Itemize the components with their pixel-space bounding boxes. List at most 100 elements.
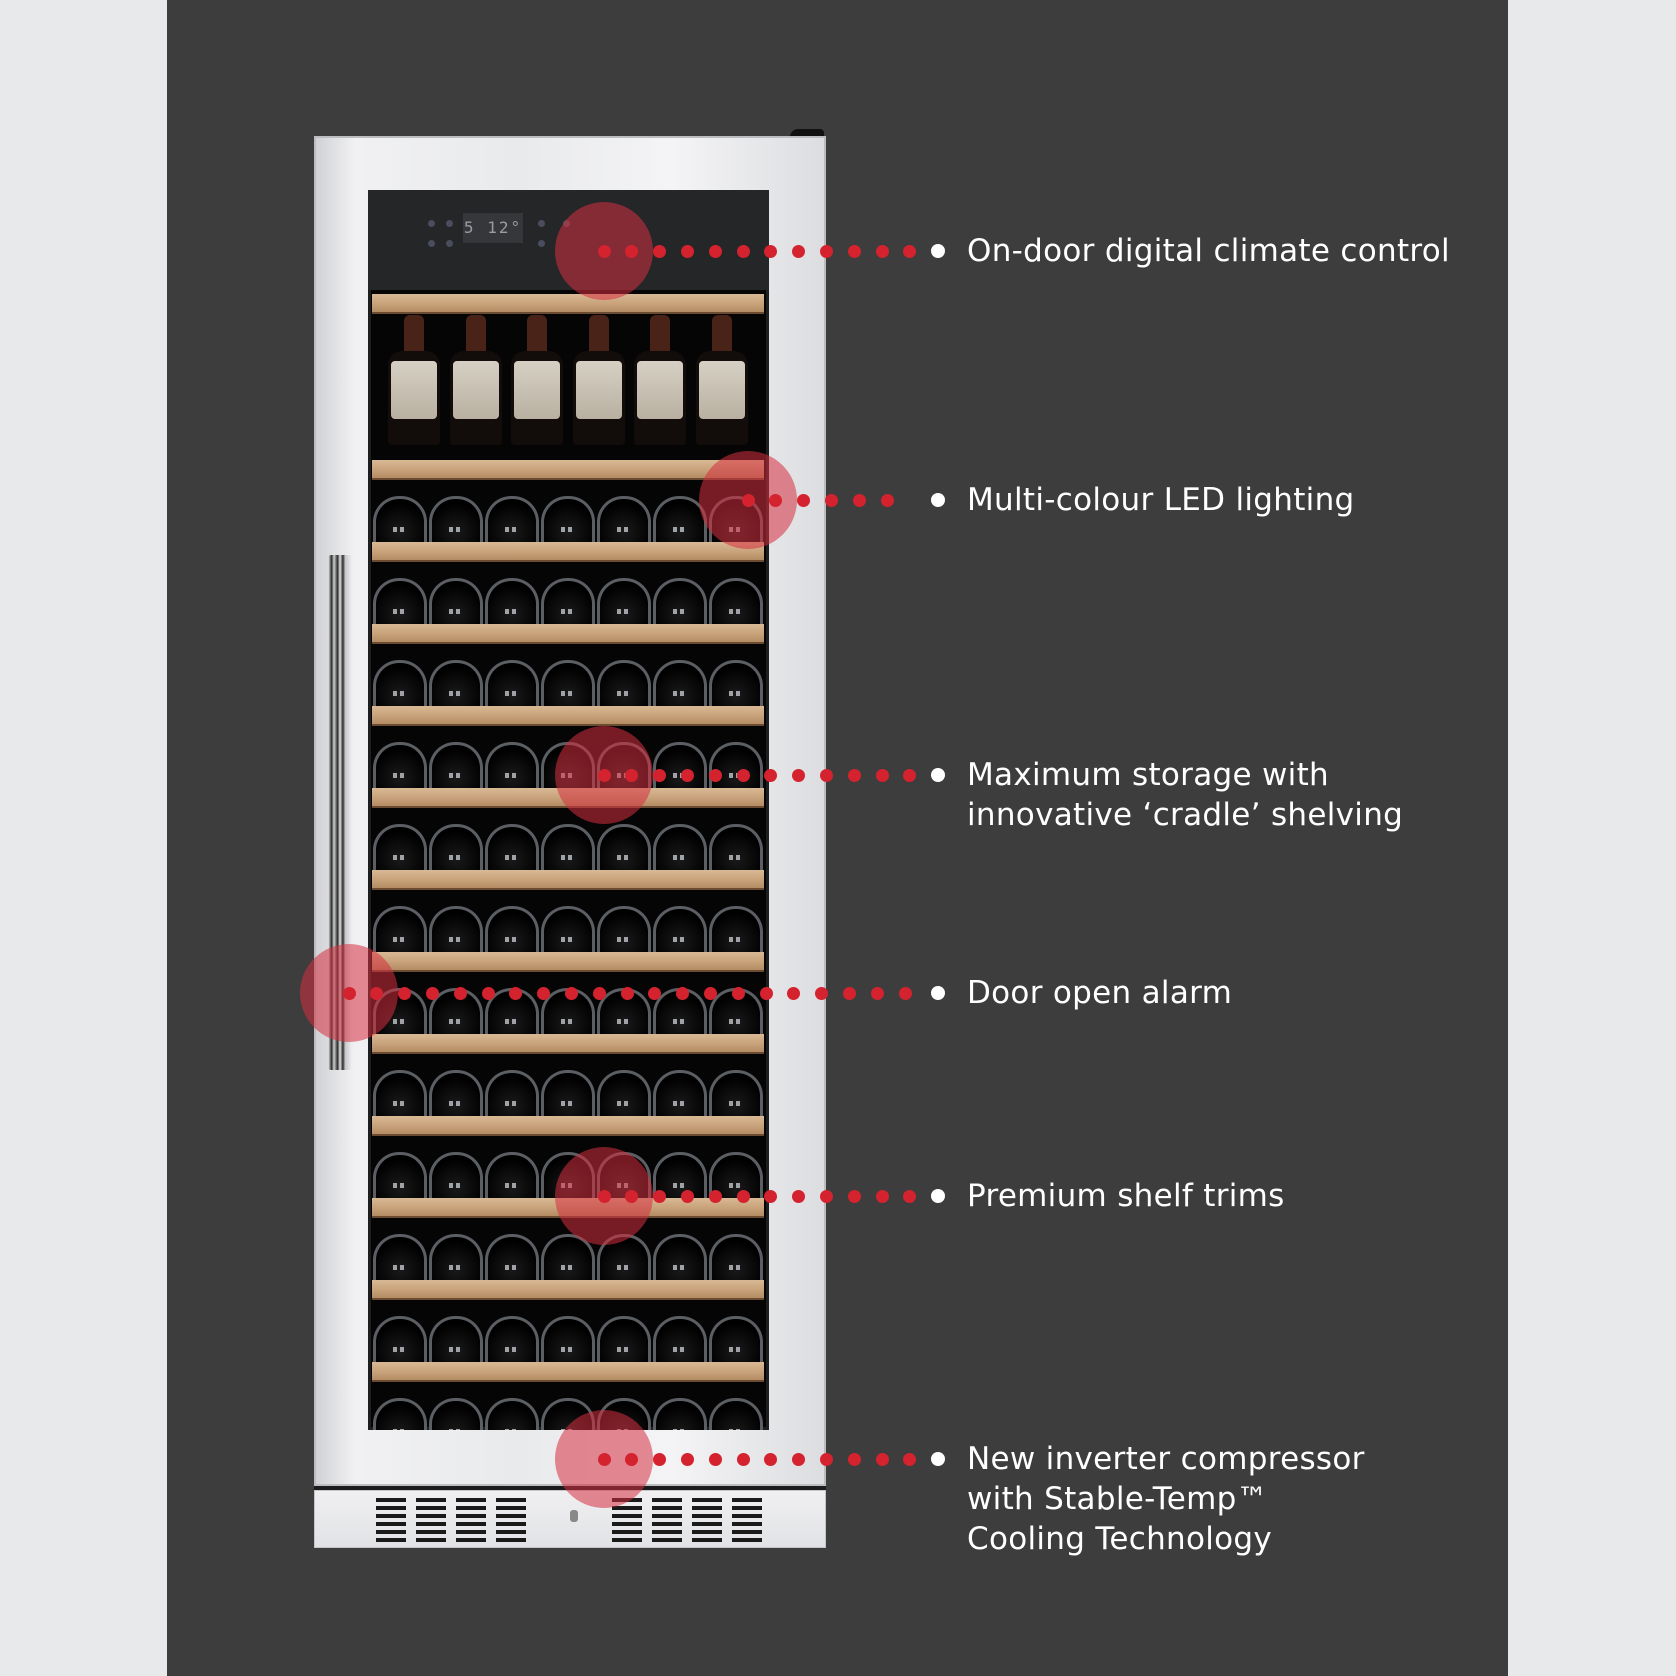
leader-dot (736, 244, 750, 258)
leader-dot (398, 986, 412, 1000)
bottle-end (373, 742, 427, 791)
shelf (372, 1034, 764, 1052)
bottle-end (541, 1234, 595, 1283)
bottle (695, 315, 748, 445)
vent-grille-left (376, 1498, 526, 1544)
bottle-end (373, 660, 427, 709)
leader-dot (792, 768, 806, 782)
leader-dot (903, 768, 917, 782)
bottle-end (709, 742, 763, 791)
callout-bullet-icon (931, 768, 945, 782)
leader-dot (625, 768, 639, 782)
leader-dot (653, 1189, 667, 1203)
leader-dot (759, 986, 773, 1000)
bottle-end (485, 1398, 539, 1430)
down-button-icon (538, 240, 545, 247)
bottle-end (653, 1070, 707, 1119)
kick-plate-vent (314, 1490, 826, 1548)
bottle-end (373, 824, 427, 873)
leader-dot (764, 244, 778, 258)
bottle-row (372, 824, 764, 873)
bottle-end (429, 824, 483, 873)
leader-dot (852, 493, 866, 507)
glass-window: 5 12° (368, 190, 769, 1430)
bottle-end (485, 824, 539, 873)
leader-dot (819, 768, 833, 782)
leader-dot (680, 1452, 694, 1466)
temperature-display: 5 12° (463, 213, 523, 243)
leader-dot (597, 768, 611, 782)
bottle-end (429, 1070, 483, 1119)
leader-dot (625, 244, 639, 258)
leader-dot (648, 986, 662, 1000)
shelf (372, 952, 764, 970)
lock-icon (570, 1510, 578, 1522)
bottle-end (541, 1070, 595, 1119)
bottle-end (429, 1398, 483, 1430)
bottle-end (373, 578, 427, 627)
bottle-end (373, 1316, 427, 1365)
leader-dot (787, 986, 801, 1000)
callout-label: Door open alarm (967, 975, 1233, 1011)
leader-dot (875, 768, 889, 782)
control-button-icon (446, 220, 453, 227)
bottle-end (709, 1070, 763, 1119)
control-button-icon (428, 220, 435, 227)
bottle-row (372, 1316, 764, 1365)
leader-dot (792, 244, 806, 258)
bottle-end (485, 906, 539, 955)
leader-dot (875, 1452, 889, 1466)
leader-dot (824, 493, 838, 507)
bottle-end (429, 496, 483, 545)
callout-bullet-icon (931, 986, 945, 1000)
bottle-end (597, 824, 651, 873)
leader-dot (537, 986, 551, 1000)
leader-dot (741, 493, 755, 507)
bottle-end (709, 660, 763, 709)
leader-dot (680, 768, 694, 782)
leader-dot (708, 1189, 722, 1203)
bottle-row (372, 660, 764, 709)
shelf (372, 1116, 764, 1134)
leader-dot (764, 1452, 778, 1466)
vent-grille-right (612, 1498, 762, 1544)
bottle-end (429, 1234, 483, 1283)
leader-dot (680, 244, 694, 258)
shelf (372, 460, 764, 478)
leader-dot (597, 1452, 611, 1466)
leader-dot (342, 986, 356, 1000)
leader-dot (597, 244, 611, 258)
leader-dot (625, 1452, 639, 1466)
leader-dot (815, 986, 829, 1000)
leader-dot (903, 1452, 917, 1466)
shelf (372, 294, 764, 312)
bottle-end (653, 906, 707, 955)
bottle-end (429, 742, 483, 791)
leader-dot (819, 1189, 833, 1203)
leader-dot (509, 986, 523, 1000)
bottle-end (485, 1316, 539, 1365)
leader-dot (736, 1189, 750, 1203)
bottle-end (541, 1316, 595, 1365)
leader-dot (425, 986, 439, 1000)
bottle-end (429, 578, 483, 627)
bottle-end (597, 1070, 651, 1119)
shelf (372, 1362, 764, 1380)
leader-dot (453, 986, 467, 1000)
leader-dot (481, 986, 495, 1000)
display-left-readout: 5 (463, 218, 476, 237)
leader-dot (653, 768, 667, 782)
bottle-end (485, 496, 539, 545)
leader-dot (736, 768, 750, 782)
shelf (372, 542, 764, 560)
bottle-end (373, 906, 427, 955)
bottle-end (541, 906, 595, 955)
bottle-end (653, 1316, 707, 1365)
bottle-end (709, 824, 763, 873)
leader-dot (731, 986, 745, 1000)
leader-dot (597, 1189, 611, 1203)
leader-dot (870, 986, 884, 1000)
leader-dot (680, 1189, 694, 1203)
bottle-end (373, 1234, 427, 1283)
bottle-row (372, 578, 764, 627)
